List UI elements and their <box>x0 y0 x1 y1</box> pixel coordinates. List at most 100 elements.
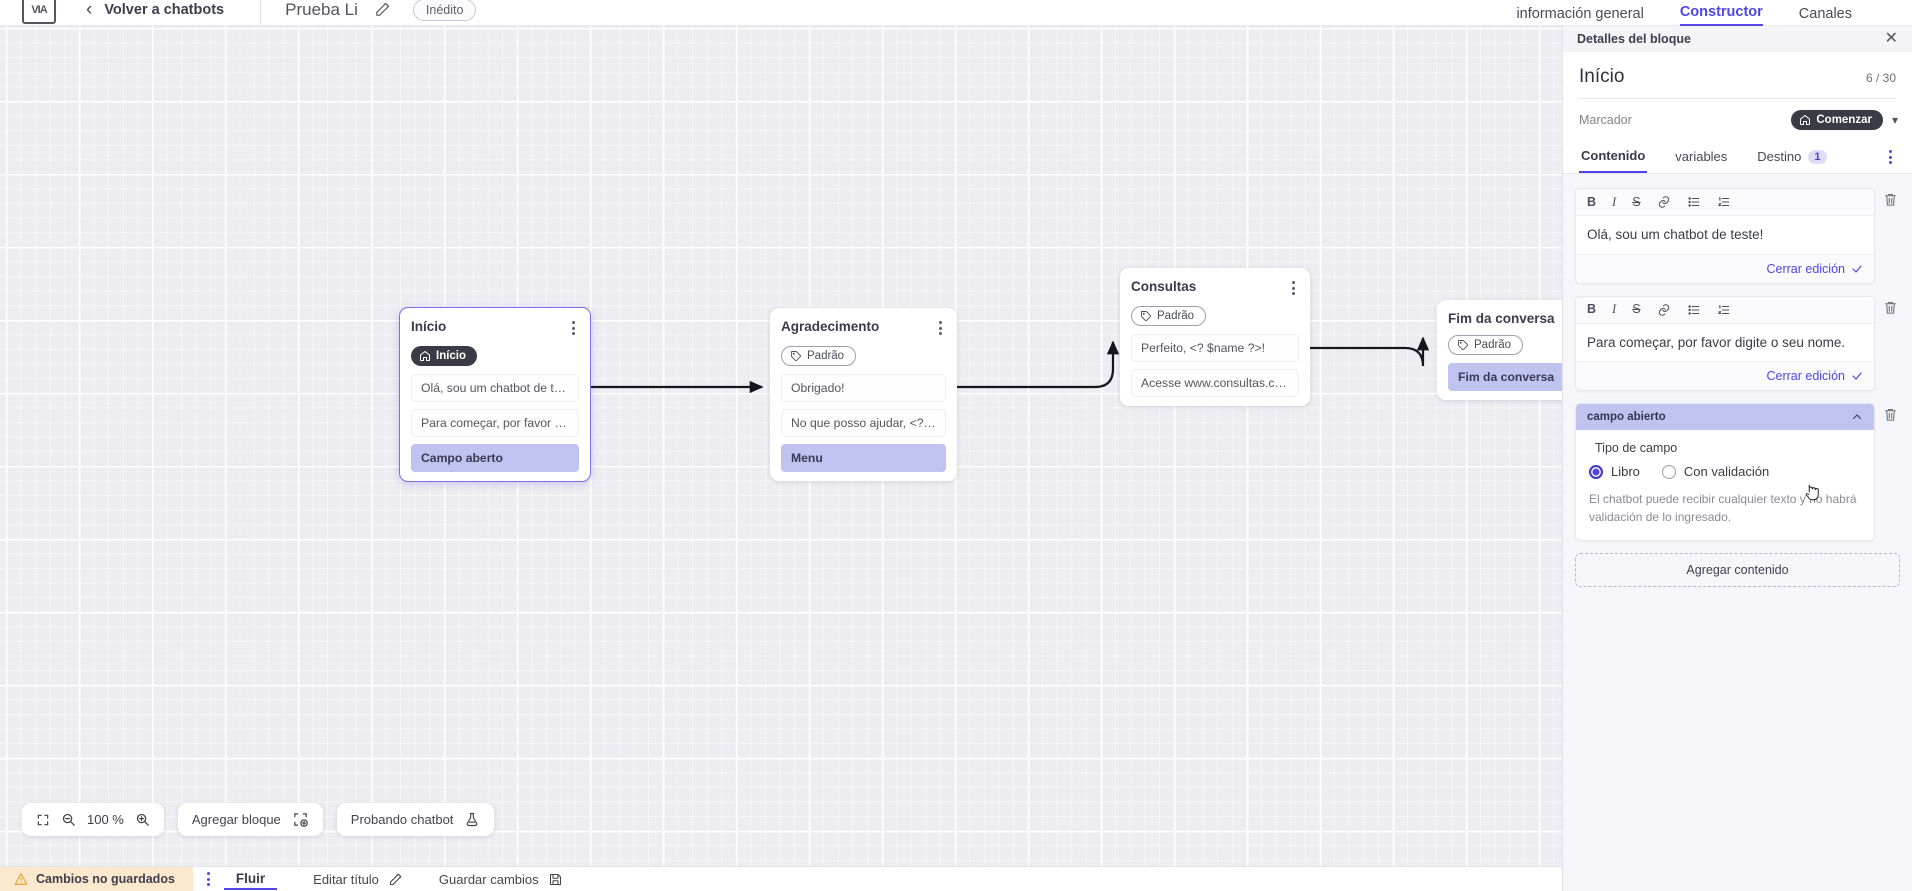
tab-variables-label: variables <box>1675 149 1728 164</box>
add-block-button[interactable]: Agregar bloque <box>177 803 323 836</box>
warning-icon <box>14 873 28 885</box>
chevron-down-icon[interactable]: ▾ <box>1891 113 1898 127</box>
tab-fluir[interactable]: Fluir <box>223 868 278 890</box>
marker-label: Marcador <box>1579 113 1632 127</box>
node-menu-icon[interactable] <box>935 319 946 337</box>
check-icon <box>1852 264 1862 273</box>
radio-icon[interactable] <box>1589 464 1603 479</box>
panel-divider <box>1579 98 1896 99</box>
flow-node-inicio[interactable]: Início Início Olá, sou um chatbot de tes… <box>399 307 591 482</box>
tab-canales[interactable]: Canales <box>1798 5 1852 22</box>
field-type-options: Libro Con validación <box>1589 464 1861 479</box>
app-logo-icon[interactable]: VIA <box>22 0 56 24</box>
node-row[interactable]: No que posso ajudar, <? $name ... <box>781 409 946 437</box>
editor-text-value[interactable]: Olá, sou um chatbot de teste! <box>1576 215 1874 255</box>
italic-icon[interactable]: I <box>1612 194 1617 209</box>
pencil-icon <box>389 873 402 885</box>
flow-node-agradecimento[interactable]: Agradecimento Padrão Obrigado! No que po… <box>770 308 957 481</box>
rich-text-editor[interactable]: B I S Para começar, por favor digite o s… <box>1575 295 1875 392</box>
close-icon[interactable]: ✕ <box>1884 30 1898 47</box>
flask-icon <box>464 811 480 828</box>
close-edit-button[interactable]: Cerrar edición <box>1766 369 1863 383</box>
node-row[interactable]: Obrigado! <box>781 374 946 402</box>
add-content-button[interactable]: Agregar contenido <box>1575 553 1900 588</box>
edit-title-button[interactable]: Editar título <box>313 872 403 887</box>
tab-variables[interactable]: variables <box>1673 142 1729 172</box>
edit-pencil-icon[interactable] <box>374 1 391 18</box>
add-block-label: Agregar bloque <box>191 812 281 827</box>
back-to-chatbots-link[interactable]: Volver a chatbots <box>104 1 225 18</box>
tab-contenido[interactable]: Contenido <box>1579 141 1648 173</box>
zoom-in-icon[interactable] <box>135 812 150 827</box>
marker-control: Comenzar ▾ <box>1791 110 1898 130</box>
tab-destino[interactable]: Destino 1 <box>1755 142 1828 172</box>
italic-icon[interactable]: I <box>1612 302 1617 317</box>
top-tab-bar: información general Constructor Canales <box>1516 0 1912 26</box>
content-block: B I S Olá, sou um chatbot de teste! Cerr… <box>1563 188 1912 284</box>
node-row[interactable]: Campo aberto <box>411 444 579 472</box>
link-icon[interactable] <box>1657 303 1671 317</box>
panel-more-icon[interactable] <box>1885 146 1896 168</box>
node-badge-default: Padrão <box>1448 335 1524 355</box>
test-chatbot-button[interactable]: Probando chatbot <box>336 803 495 836</box>
node-menu-icon[interactable] <box>1288 279 1299 297</box>
node-row[interactable]: Para começar, por favor digite o ... <box>411 409 579 437</box>
check-icon <box>1852 372 1862 381</box>
delete-block-icon[interactable] <box>1881 403 1900 426</box>
radio-option-libro[interactable]: Libro <box>1589 464 1640 479</box>
test-chatbot-label: Probando chatbot <box>350 812 454 827</box>
radio-option-con-validacion[interactable]: Con validación <box>1661 464 1769 479</box>
field-card-title: campo abierto <box>1587 411 1666 424</box>
numbered-list-icon[interactable] <box>1717 195 1731 209</box>
flow-node-consultas[interactable]: Consultas Padrão Perfeito, <? $name ?>! … <box>1120 268 1310 406</box>
bullet-list-icon[interactable] <box>1687 195 1701 209</box>
home-icon <box>420 351 430 361</box>
editor-text-value[interactable]: Para começar, por favor digite o seu nom… <box>1576 322 1874 363</box>
tab-constructor[interactable]: Constructor <box>1679 4 1763 26</box>
node-header: Início <box>411 319 579 337</box>
top-bar: VIA ‹ Volver a chatbots Prueba Li Inédit… <box>0 0 1912 26</box>
strikethrough-icon[interactable]: S <box>1632 302 1641 317</box>
node-row[interactable]: Fim da conversa <box>1448 363 1562 391</box>
field-card-header[interactable]: campo abierto <box>1576 404 1874 431</box>
node-row[interactable]: Olá, sou um chatbot de teste! <box>411 374 579 402</box>
block-details-panel: Detalles del bloque ✕ Início 6 / 30 Marc… <box>1562 26 1912 891</box>
marker-value-badge[interactable]: Comenzar <box>1791 110 1883 130</box>
delete-block-icon[interactable] <box>1881 296 1900 319</box>
tab-informacion-general[interactable]: información general <box>1516 5 1644 22</box>
delete-block-icon[interactable] <box>1881 188 1900 211</box>
zoom-out-icon[interactable] <box>61 812 76 827</box>
tab-contenido-label: Contenido <box>1581 148 1646 163</box>
back-chevron-icon[interactable]: ‹ <box>86 0 93 20</box>
bold-icon[interactable]: B <box>1587 194 1597 209</box>
editor-footer: Cerrar edición <box>1576 255 1874 283</box>
rich-text-editor[interactable]: B I S Olá, sou um chatbot de teste! Cerr… <box>1575 188 1875 284</box>
editor-footer: Cerrar edición <box>1576 362 1874 390</box>
panel-header-title: Detalles del bloque <box>1577 32 1691 46</box>
link-icon[interactable] <box>1657 195 1671 209</box>
flow-canvas[interactable]: Início Início Olá, sou um chatbot de tes… <box>0 26 1562 866</box>
radio-icon[interactable] <box>1661 464 1676 479</box>
panel-title-row: Início 6 / 30 <box>1563 52 1912 98</box>
node-row[interactable]: Perfeito, <? $name ?>! <box>1131 334 1299 362</box>
fit-screen-icon[interactable] <box>36 813 50 827</box>
panel-content[interactable]: B I S Olá, sou um chatbot de teste! Cerr… <box>1563 174 1912 891</box>
marker-value-label: Comenzar <box>1816 114 1872 126</box>
node-header: Agradecimento <box>781 319 946 337</box>
tag-icon <box>1140 311 1151 322</box>
flow-node-fim-da-conversa[interactable]: Fim da conversa Padrão Fim da conversa <box>1437 300 1562 400</box>
numbered-list-icon[interactable] <box>1717 303 1731 317</box>
bullet-list-icon[interactable] <box>1687 303 1701 317</box>
node-menu-icon[interactable] <box>568 319 579 337</box>
more-vertical-icon[interactable] <box>193 868 224 890</box>
close-edit-button[interactable]: Cerrar edición <box>1766 262 1863 276</box>
save-changes-button[interactable]: Guardar cambios <box>439 872 563 887</box>
bold-icon[interactable]: B <box>1587 302 1597 317</box>
strikethrough-icon[interactable]: S <box>1632 194 1641 209</box>
node-row[interactable]: Menu <box>781 444 946 472</box>
node-title: Consultas <box>1131 279 1197 294</box>
save-changes-label: Guardar cambios <box>438 871 539 887</box>
node-row[interactable]: Acesse www.consultas.com par... <box>1131 369 1299 397</box>
node-header: Consultas <box>1131 279 1299 297</box>
